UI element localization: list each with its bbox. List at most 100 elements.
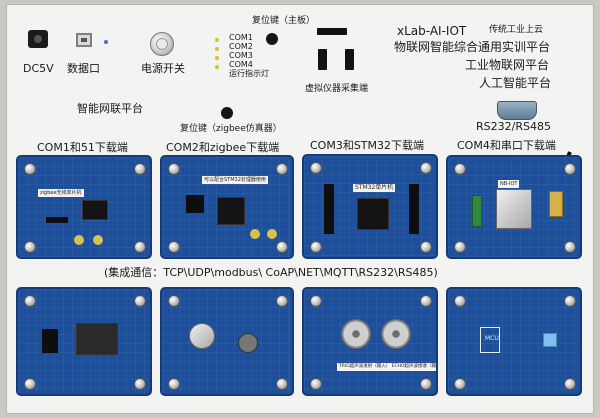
screw-icon [310,378,322,390]
screw-icon [420,378,432,390]
ultrasonic-label: TRIG超声波发射（输入） ECHO超声波接收（输出） [337,363,436,371]
com1-led-icon [215,38,219,42]
com2-download-label: COM2和zigbee下载端 [166,141,280,154]
data-port-label: 数据口 [67,62,100,75]
com4-serial-board[interactable]: NB-IOT [446,155,582,259]
screw-icon [276,378,288,390]
sensor-module [238,333,258,353]
com3-label: COM3 [229,51,253,60]
potentiometer-icon [93,235,103,245]
zigbee-note: 可以配合STM32处理器使用 [202,176,268,184]
ultrasonic-receiver-icon [381,319,411,349]
screw-icon [276,295,288,307]
screw-icon [168,163,180,175]
screw-icon [454,163,466,175]
zigbee-reset-label: 复位键（zigbee仿真器） [180,124,282,134]
mcu-label: MCU [485,335,499,342]
sensor-board[interactable] [160,287,294,396]
com1-51-board[interactable]: zigbee无线单片机 [16,155,152,259]
screw-icon [310,295,322,307]
platform-line-2: 工业物联网平台 [465,58,550,72]
ultrasonic-board[interactable]: TRIG超声波发射（输入） ECHO超声波接收（输出） [302,287,438,396]
screw-icon [564,378,576,390]
dc5v-label: DC5V [23,62,54,75]
com2-led-icon [215,47,219,51]
screw-icon [276,163,288,175]
stm32-title: STM32单片机 [353,184,396,192]
screw-icon [24,241,36,253]
virtual-instrument-pins-left[interactable] [318,49,327,70]
sensor-dome [189,323,215,349]
run-led-label: 运行指示灯 [229,69,269,78]
nb-iot-label: NB-IOT [498,180,520,188]
screw-icon [310,162,322,174]
com2-zigbee-board[interactable]: 可以配合STM32处理器使用 [160,155,294,259]
screw-icon [454,378,466,390]
com1-label: COM1 [229,33,253,42]
screw-icon [134,241,146,253]
power-switch-label: 电源开关 [141,62,185,75]
led-board[interactable] [16,287,152,396]
com3-download-label: COM3和STM32下载端 [310,139,425,152]
screw-icon [420,162,432,174]
driver-chip [76,323,118,355]
slogan-label: 传统工业上云 [489,25,544,35]
screw-icon [564,295,576,307]
screw-icon [276,241,288,253]
brand-title: xLab-AI-IOT [397,24,467,38]
platform-line-1: 物联网智能综合通用实训平台 [394,40,551,54]
virtual-instrument-header[interactable] [317,28,347,35]
terminal-block [472,195,482,227]
header-connector [324,184,334,234]
com3-stm32-board[interactable]: STM32单片机 [302,154,438,259]
stm32-chip [357,198,389,230]
ultrasonic-transmitter-icon [341,319,371,349]
com4-label: COM4 [229,60,253,69]
nb-iot-module [496,189,532,229]
screw-icon [420,295,432,307]
zigbee-reset-button[interactable] [221,107,233,119]
smart-network-label: 智能网联平台 [77,102,143,115]
status-dot-icon [104,40,108,44]
screw-icon [24,295,36,307]
virtual-instrument-pins-right[interactable] [345,49,354,70]
mcu-block [480,327,500,353]
com2-label: COM2 [229,42,253,51]
integrated-communication-label: (集成通信：TCP\UDP\modbus\ CoAP\NET\MQTT\RS23… [104,266,438,279]
screw-icon [564,163,576,175]
usb-port[interactable] [76,33,92,47]
screw-icon [24,378,36,390]
header-connector [409,184,419,234]
zigbee-title: zigbee无线单片机 [38,189,84,197]
power-switch[interactable] [150,32,174,56]
screw-icon [168,295,180,307]
screw-icon [564,241,576,253]
rs232-rs485-label: RS232/RS485 [476,120,551,133]
header-connector [42,329,58,353]
com3-led-icon [215,56,219,60]
screw-icon [310,241,322,253]
screw-icon [454,241,466,253]
screw-icon [134,378,146,390]
dc-power-jack[interactable] [28,30,48,48]
button-icon [250,229,260,239]
screw-icon [24,163,36,175]
microcontroller-chip [82,200,108,220]
rs232-connector[interactable] [497,101,537,120]
com4-download-label: COM4和串口下载端 [457,139,556,152]
screw-icon [454,295,466,307]
platform-line-3: 人工智能平台 [479,76,552,90]
header-connector [46,217,68,223]
com1-download-label: COM1和51下载端 [37,141,128,154]
potentiometer-icon [74,235,84,245]
com4-led-icon [215,65,219,69]
virtual-instrument-label: 虚拟仪器采集端 [305,84,369,94]
main-reset-button[interactable] [266,33,278,45]
screw-icon [420,241,432,253]
sim-holder [549,191,563,217]
header-connector [186,195,204,213]
relay-icon [543,333,557,347]
button-icon [267,229,277,239]
mcu-board[interactable]: MCU [446,287,582,396]
screw-icon [168,241,180,253]
